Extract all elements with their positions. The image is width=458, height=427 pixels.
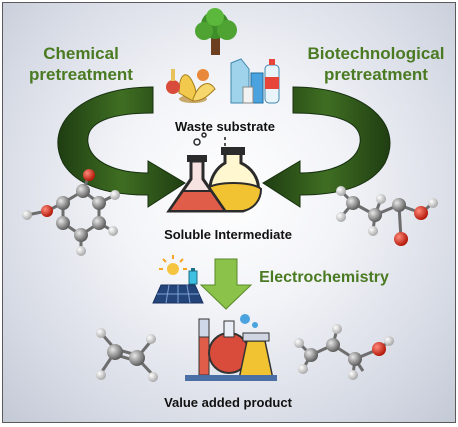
flask-pair-icon <box>166 132 263 213</box>
chemical-pretreatment-line1: Chemical <box>43 44 119 63</box>
chemical-pretreatment-label: Chemical pretreatment <box>21 43 141 85</box>
lab-equipment-icon <box>185 314 277 381</box>
molecule-ball-stick-icon <box>96 328 158 382</box>
biotech-pretreatment-line1: Biotechnological <box>307 44 445 63</box>
value-added-product-label: Value added product <box>164 395 292 410</box>
waste-substrate-label: Waste substrate <box>175 119 275 134</box>
electrochemistry-arrow <box>199 258 253 310</box>
molecule-ball-stick-icon <box>336 186 438 246</box>
soluble-intermediate-label: Soluble Intermediate <box>164 227 292 242</box>
biotech-pretreatment-arrow <box>262 86 391 208</box>
solar-panel-icon <box>152 255 204 304</box>
molecule-ball-stick-icon <box>294 324 394 380</box>
tree-icon <box>195 8 237 55</box>
molecule-ball-stick-icon <box>22 169 120 256</box>
diagram-canvas: Chemical pretreatment Biotechnological p… <box>2 2 456 423</box>
plastic-waste-icon <box>230 58 280 104</box>
chemical-pretreatment-line2: pretreatment <box>29 65 133 84</box>
biotech-pretreatment-line2: pretreatment <box>324 65 428 84</box>
diagram-graphics <box>22 8 438 382</box>
waste-food-icon <box>166 69 216 103</box>
electrochemistry-label: Electrochemistry <box>259 269 389 286</box>
biotech-pretreatment-label: Biotechnological pretreatment <box>301 43 451 85</box>
